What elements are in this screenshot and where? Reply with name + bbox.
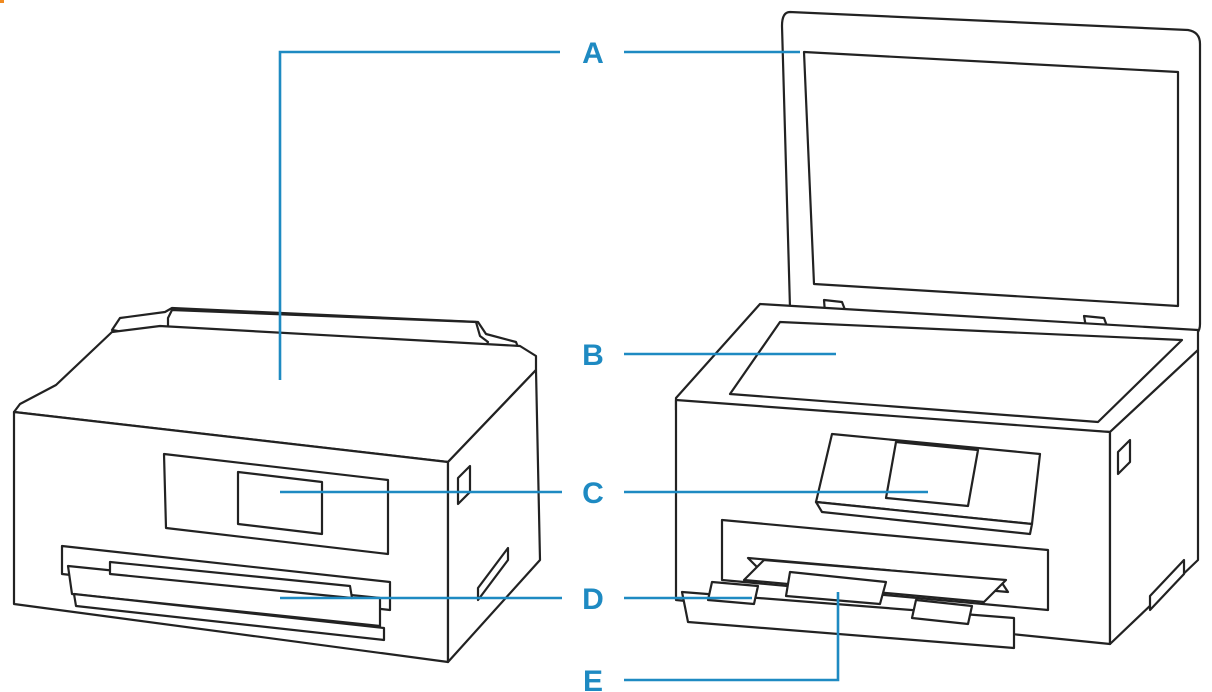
callout-line-e	[624, 592, 840, 682]
callout-lines	[278, 50, 928, 682]
document-cover-inner	[802, 50, 1180, 308]
callout-label-d: D	[582, 583, 604, 616]
front-output-tray-right-tab	[910, 598, 974, 626]
tilted-touch-screen	[884, 440, 980, 508]
top-cover	[12, 324, 538, 464]
open-side-vent	[1148, 558, 1186, 612]
tilted-operation-panel-base	[814, 500, 1034, 536]
callout-letters: A B C D E	[582, 37, 604, 692]
output-tray-stopper	[784, 570, 888, 606]
orange-corner-mark	[0, 0, 4, 3]
callout-label-a: A	[582, 37, 604, 70]
callout-line-a-left	[278, 50, 560, 380]
open-side-port	[1116, 438, 1132, 476]
platen-glass	[728, 320, 1184, 424]
callout-label-b: B	[582, 339, 604, 372]
front-output-tray-left-tab	[706, 580, 760, 606]
printer-open-view	[674, 10, 1202, 650]
touch-screen	[236, 470, 324, 536]
front-output-tray	[680, 590, 1016, 650]
printer-closed-view	[12, 306, 542, 664]
tray-bottom-lip	[72, 592, 386, 642]
callout-label-e: E	[583, 665, 603, 692]
callout-label-c: C	[582, 477, 604, 510]
side-vent	[476, 546, 510, 602]
side-body	[446, 368, 542, 664]
